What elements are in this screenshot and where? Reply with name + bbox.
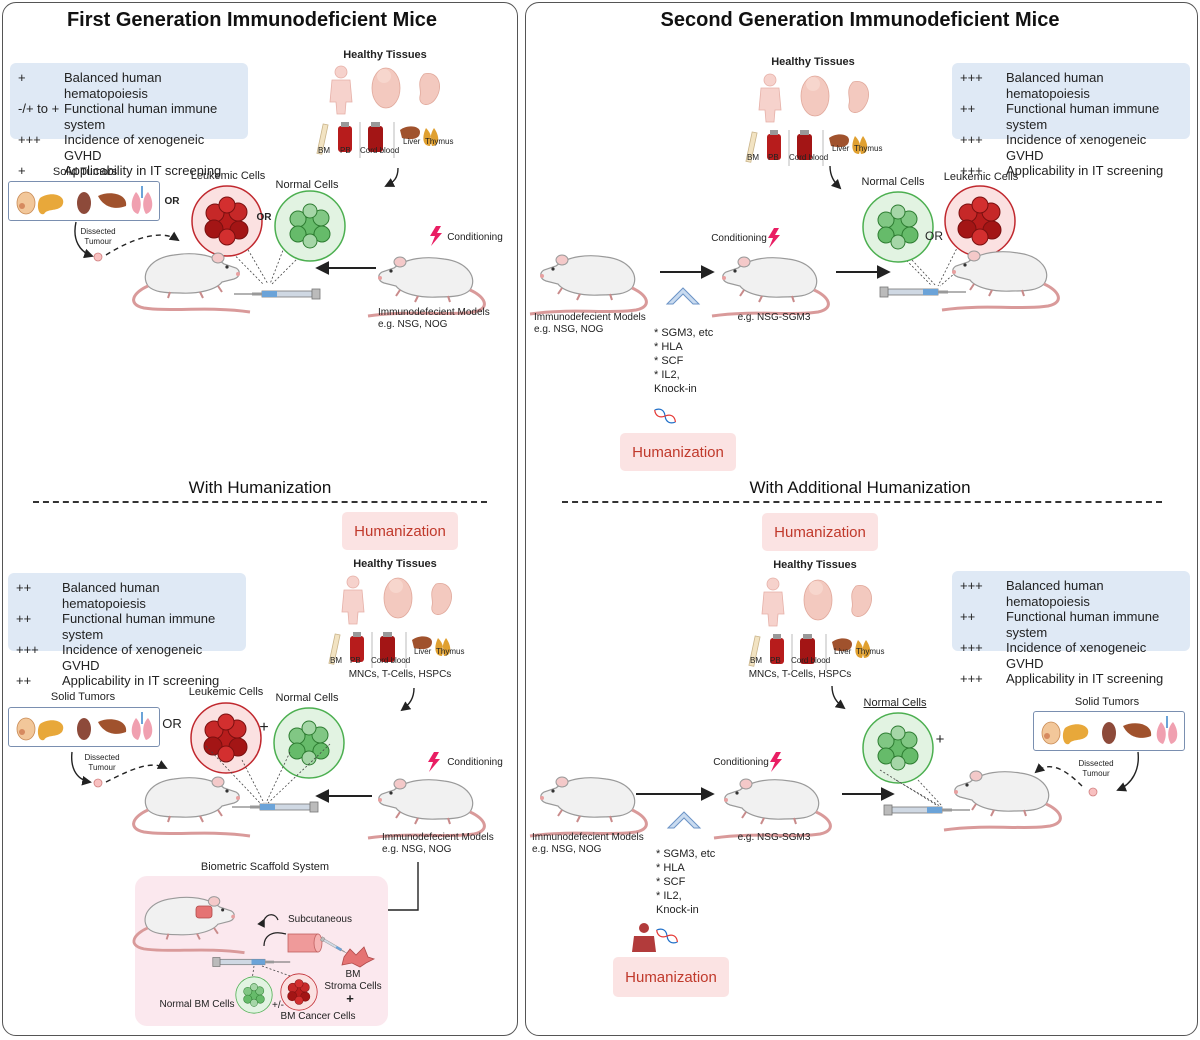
label-liver: Liver xyxy=(403,137,421,146)
label-bm: BM xyxy=(318,146,330,155)
left-or-1: OR xyxy=(164,196,180,207)
scaffold-cancer-bm-label: BM Cancer Cells xyxy=(280,1011,356,1022)
right-label-cord: Cord blood xyxy=(789,153,829,162)
left-healthy-tissues-label-2: Healthy Tissues xyxy=(353,558,437,570)
left-top-info: +Balanced human hematopoiesis -/+ to +Fu… xyxy=(10,63,248,178)
left-normal-label-2: Normal Cells xyxy=(275,692,339,704)
scaffold-arrows xyxy=(249,914,297,995)
label-cord-2: Cord blood xyxy=(371,656,411,665)
right-mnc-label: MNCs, T-Cells, HSPCs xyxy=(748,669,852,680)
right-section2-title: With Additional Humanization xyxy=(749,478,971,497)
right-label-pb-2: PB xyxy=(770,656,781,665)
left-leukemic-label-2: Leukemic Cells xyxy=(188,686,264,698)
right-humanization-badge-2: Humanization xyxy=(762,513,878,551)
right-bottom-info: +++Balanced human hematopoiesis ++Functi… xyxy=(952,571,1190,686)
left-mnc-label: MNCs, T-Cells, HSPCs xyxy=(348,669,452,680)
scaffold-normal-bm-label: Normal BM Cells xyxy=(159,999,235,1010)
left-leukemic-label: Leukemic Cells xyxy=(190,170,266,182)
right-label-thymus-2: Thymus xyxy=(856,647,885,656)
scaffold-title: Biometric Scaffold System xyxy=(200,861,330,873)
right-knockin-list-2: * SGM3, etc * HLA * SCF * IL2, Knock-in xyxy=(656,848,716,916)
label-pb-2: PB xyxy=(350,656,361,665)
stroma-cells-icon xyxy=(341,946,376,968)
right-title: Second Generation Immunodeficient Mice xyxy=(660,9,1060,31)
right-label-bm-2: BM xyxy=(750,656,762,665)
left-conditioning-label-2: Conditioning xyxy=(447,757,503,768)
right-chevron-2 xyxy=(667,811,701,829)
left-healthy-tissues-label: Healthy Tissues xyxy=(343,49,427,61)
label-thymus: Thymus xyxy=(425,137,454,146)
label-cord: Cord blood xyxy=(360,146,400,155)
right-nsg-sgm3-label: e.g. NSG-SGM3 xyxy=(737,312,811,323)
left-section2-title: With Humanization xyxy=(188,478,332,497)
left-title: First Generation Immunodeficient Mice xyxy=(66,9,438,31)
right-dissected-label: Dissected Tumour xyxy=(1078,759,1114,778)
right-label-cord-2: Cord blood xyxy=(791,656,831,665)
left-or-2: OR xyxy=(256,212,272,223)
left-normal-label: Normal Cells xyxy=(275,179,339,191)
label-pb: PB xyxy=(340,146,351,155)
scaffold-plus: + xyxy=(346,991,354,1006)
right-models-label-2: Immunodefecient Models e.g. NSG, NOG xyxy=(532,832,644,855)
left-models-label-2: Immunodefecient Models e.g. NSG, NOG xyxy=(382,832,494,855)
right-humanization-badge-3: Humanization xyxy=(613,957,729,997)
label-bm-2: BM xyxy=(330,656,342,665)
right-knockin-list: * SGM3, etc * HLA * SCF * IL2, Knock-in xyxy=(654,327,714,395)
right-healthy-tissues-label: Healthy Tissues xyxy=(771,56,855,68)
right-models-label: Immunodefecient Models e.g. NSG, NOG xyxy=(534,312,646,335)
right-conditioning-label-2: Conditioning xyxy=(713,757,769,768)
right-mouse-recipient-2 xyxy=(954,764,1074,834)
left-bottom-info: ++Balanced human hematopoiesis ++Functio… xyxy=(8,573,246,688)
right-label-bm: BM xyxy=(747,153,759,162)
right-mouse-start-2 xyxy=(540,770,660,840)
left-dissected-label-2: Dissected Tumour xyxy=(84,753,120,772)
right-humanization-badge: Humanization xyxy=(620,433,736,471)
scaffold-cylinder xyxy=(287,933,323,953)
right-nsg-sgm3-label-2: e.g. NSG-SGM3 xyxy=(737,832,811,843)
left-or-3: OR xyxy=(162,716,182,731)
human-figure-icon xyxy=(632,923,656,952)
right-divider xyxy=(562,501,1162,503)
right-solid-tumors-label: Solid Tumors xyxy=(1074,696,1140,708)
right-conditioning-label: Conditioning xyxy=(711,233,767,244)
right-bolt-2 xyxy=(770,752,782,772)
scaffold-bm-stroma: BM Stroma Cells xyxy=(324,969,382,992)
right-plus: + xyxy=(935,731,945,748)
scaffold-subcutaneous: Subcutaneous xyxy=(288,914,352,925)
right-or: OR xyxy=(925,229,943,243)
right-label-thymus: Thymus xyxy=(854,144,883,153)
right-healthy-tissues-label-2: Healthy Tissues xyxy=(773,559,857,571)
left-models-label: Immunodefecient Models e.g. NSG, NOG xyxy=(378,307,490,330)
right-leukemic-label: Leukemic Cells xyxy=(943,171,1019,183)
right-label-liver: Liver xyxy=(832,144,850,153)
left-solid-tumors-label: Solid Tumors xyxy=(52,166,118,178)
right-normal-label: Normal Cells xyxy=(861,176,925,188)
left-humanization-badge: Humanization xyxy=(342,512,458,550)
right-label-liver-2: Liver xyxy=(834,647,852,656)
left-conditioning-label: Conditioning xyxy=(447,232,503,243)
left-solid-tumors-label-2: Solid Tumors xyxy=(50,691,116,703)
left-divider xyxy=(33,501,487,503)
label-thymus-2: Thymus xyxy=(436,647,465,656)
left-plus: + xyxy=(259,719,269,736)
right-normal-label-2: Normal Cells xyxy=(863,697,927,709)
right-dna-icon-2 xyxy=(654,926,680,946)
label-liver-2: Liver xyxy=(414,647,432,656)
scaffold-pink-block xyxy=(195,905,213,919)
scaffold-plusminus: +/- xyxy=(272,1000,284,1011)
right-top-info: +++Balanced human hematopoiesis ++Functi… xyxy=(952,63,1190,178)
left-dissected-label: Dissected Tumour xyxy=(80,227,116,246)
right-label-pb: PB xyxy=(768,153,779,162)
